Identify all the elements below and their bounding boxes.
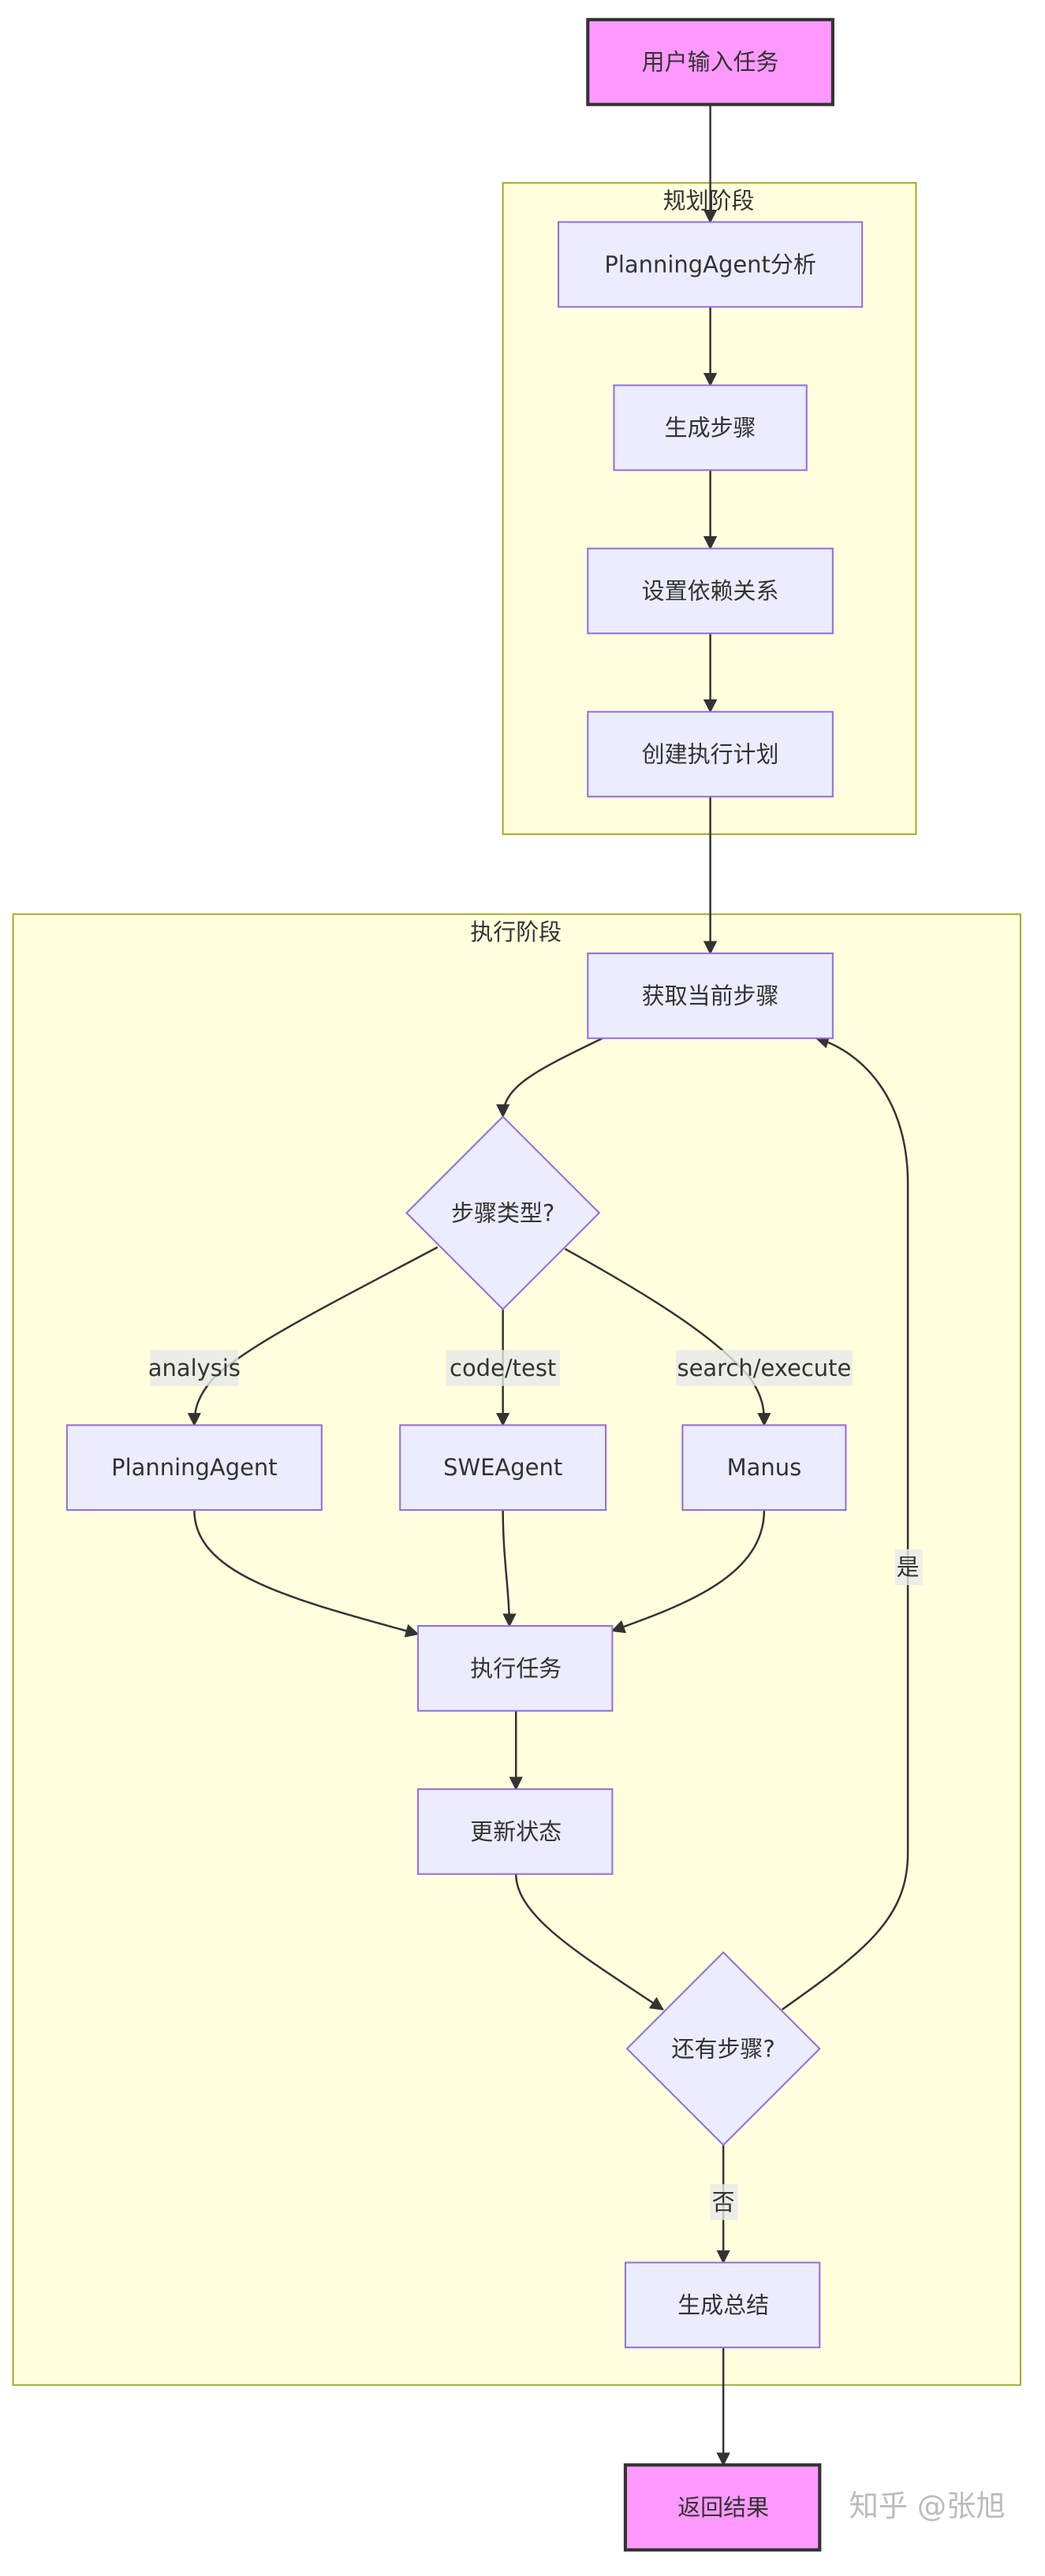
node-set-dependencies[interactable]: 设置依赖关系 (587, 547, 834, 635)
node-end[interactable]: 返回结果 (623, 2463, 822, 2552)
svg-text:步骤类型?: 步骤类型? (451, 1199, 554, 1226)
node-update-status[interactable]: 更新状态 (416, 1788, 614, 1875)
svg-text:SWEAgent: SWEAgent (443, 1454, 562, 1481)
edge-label-analysis: analysis (148, 1350, 241, 1386)
svg-text:PlanningAgent: PlanningAgent (111, 1454, 278, 1481)
watermark: 知乎 @张旭 (849, 2488, 1006, 2523)
edge-sweagent-exectask (502, 1510, 517, 1627)
edge-steptype-planningagent (187, 1246, 439, 1427)
svg-text:是: 是 (897, 1554, 920, 1581)
node-more-steps-decision[interactable]: 还有步骤? (625, 1951, 821, 2146)
svg-text:code/test: code/test (450, 1355, 556, 1381)
svg-text:更新状态: 更新状态 (470, 1818, 562, 1845)
svg-text:还有步骤?: 还有步骤? (672, 2035, 775, 2062)
cluster-planning-title: 规划阶段 (663, 188, 755, 214)
node-create-plan[interactable]: 创建执行计划 (587, 710, 834, 798)
node-planningagent[interactable]: PlanningAgent (65, 1424, 323, 1512)
edge-planningagent-exectask (193, 1510, 420, 1638)
svg-text:PlanningAgent分析: PlanningAgent分析 (604, 251, 815, 278)
node-planningagent-analyze[interactable]: PlanningAgent分析 (558, 221, 864, 308)
svg-text:生成总结: 生成总结 (677, 2291, 769, 2318)
svg-text:获取当前步骤: 获取当前步骤 (642, 982, 779, 1009)
node-sweagent[interactable]: SWEAgent (399, 1424, 607, 1512)
node-execute-task[interactable]: 执行任务 (416, 1625, 614, 1712)
node-step-type-decision[interactable]: 步骤类型? (405, 1115, 601, 1310)
svg-text:否: 否 (712, 2189, 735, 2216)
svg-text:analysis: analysis (148, 1355, 241, 1381)
edge-label-yes: 是 (894, 1549, 923, 1586)
cluster-execution-title: 执行阶段 (470, 919, 562, 945)
svg-text:用户输入任务: 用户输入任务 (642, 49, 779, 76)
edge-moresteps-getstep (781, 1035, 909, 2011)
edge-label-search-execute: search/execute (676, 1350, 853, 1386)
edge-update-moresteps (514, 1873, 664, 2011)
svg-text:创建执行计划: 创建执行计划 (642, 741, 779, 768)
edge-label-no: 否 (710, 2184, 738, 2220)
svg-text:返回结果: 返回结果 (677, 2494, 769, 2521)
node-manus[interactable]: Manus (681, 1424, 847, 1512)
svg-text:生成步骤: 生成步骤 (665, 414, 756, 441)
edge-getstep-steptype (495, 1037, 603, 1118)
svg-text:执行任务: 执行任务 (470, 1655, 562, 1682)
node-start[interactable]: 用户输入任务 (586, 17, 834, 106)
svg-text:设置依赖关系: 设置依赖关系 (642, 577, 779, 604)
edge-manus-exectask (610, 1510, 766, 1634)
node-generate-steps[interactable]: 生成步骤 (613, 384, 808, 472)
node-generate-summary[interactable]: 生成总结 (624, 2261, 821, 2349)
edge-label-code-test: code/test (446, 1350, 561, 1386)
node-get-current-step[interactable]: 获取当前步骤 (587, 952, 834, 1039)
svg-text:Manus: Manus (727, 1454, 802, 1481)
svg-text:search/execute: search/execute (677, 1355, 851, 1381)
